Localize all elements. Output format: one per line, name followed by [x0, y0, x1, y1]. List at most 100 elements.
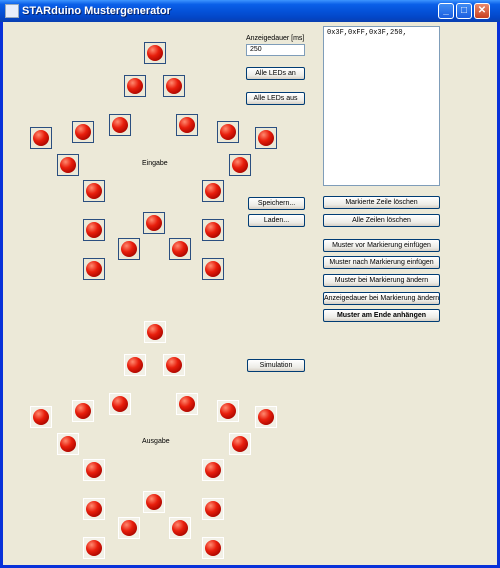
- led-on-icon: [205, 540, 221, 556]
- input-led-14[interactable]: [83, 219, 105, 241]
- input-led-9[interactable]: [255, 127, 277, 149]
- led-on-icon: [112, 117, 128, 133]
- insert-after-selection-button[interactable]: Muster nach Markierung einfügen: [323, 256, 440, 269]
- input-led-7[interactable]: [217, 121, 239, 143]
- led-on-icon: [60, 157, 76, 173]
- led-on-icon: [60, 436, 76, 452]
- led-on-icon: [258, 130, 274, 146]
- input-led-4[interactable]: [109, 114, 131, 136]
- client-area: Eingabe Ausgabe Anzeigedauer [ms] 250 Al…: [3, 22, 497, 565]
- output-led-6: [72, 400, 94, 422]
- output-label: Ausgabe: [142, 438, 170, 445]
- input-led-11[interactable]: [229, 154, 251, 176]
- led-on-icon: [172, 520, 188, 536]
- input-led-6[interactable]: [72, 121, 94, 143]
- simulation-button[interactable]: Simulation: [247, 359, 305, 372]
- led-on-icon: [86, 501, 102, 517]
- input-led-10[interactable]: [57, 154, 79, 176]
- modify-at-selection-button[interactable]: Muster bei Markierung ändern: [323, 274, 440, 287]
- led-on-icon: [205, 462, 221, 478]
- led-on-icon: [220, 403, 236, 419]
- led-on-icon: [179, 396, 195, 412]
- led-on-icon: [258, 409, 274, 425]
- duration-label: Anzeigedauer [ms]: [246, 35, 305, 42]
- minimize-button[interactable]: _: [438, 3, 454, 19]
- title-bar[interactable]: STARduino Mustergenerator _ □ ✕: [0, 0, 500, 22]
- all-leds-on-button[interactable]: Alle LEDs an: [246, 67, 305, 80]
- led-on-icon: [205, 183, 221, 199]
- led-on-icon: [205, 222, 221, 238]
- led-on-icon: [86, 462, 102, 478]
- led-on-icon: [146, 494, 162, 510]
- led-on-icon: [147, 324, 163, 340]
- input-led-19[interactable]: [83, 258, 105, 280]
- window-title: STARduino Mustergenerator: [22, 5, 171, 17]
- delete-selected-row-button[interactable]: Markierte Zeile löschen: [323, 196, 440, 209]
- output-led-18: [169, 517, 191, 539]
- output-led-9: [255, 406, 277, 428]
- led-on-icon: [75, 403, 91, 419]
- output-led-4: [109, 393, 131, 415]
- insert-before-selection-button[interactable]: Muster vor Markierung einfügen: [323, 239, 440, 252]
- output-led-10: [57, 433, 79, 455]
- led-on-icon: [205, 501, 221, 517]
- load-button[interactable]: Laden...: [248, 214, 305, 227]
- input-led-2[interactable]: [124, 75, 146, 97]
- output-led-5: [176, 393, 198, 415]
- delete-all-rows-button[interactable]: Alle Zeilen löschen: [323, 214, 440, 227]
- save-button[interactable]: Speichern...: [248, 197, 305, 210]
- close-button[interactable]: ✕: [474, 3, 490, 19]
- output-led-13: [202, 459, 224, 481]
- led-on-icon: [86, 261, 102, 277]
- led-on-icon: [33, 130, 49, 146]
- output-led-12: [83, 459, 105, 481]
- led-on-icon: [127, 78, 143, 94]
- led-on-icon: [121, 241, 137, 257]
- output-led-15: [202, 498, 224, 520]
- led-on-icon: [75, 124, 91, 140]
- change-duration-button[interactable]: Anzeigedauer bei Markierung ändern: [323, 292, 440, 305]
- led-on-icon: [121, 520, 137, 536]
- all-leds-off-button[interactable]: Alle LEDs aus: [246, 92, 305, 105]
- output-led-16: [143, 491, 165, 513]
- input-led-8[interactable]: [30, 127, 52, 149]
- output-led-1: [144, 321, 166, 343]
- input-led-16[interactable]: [143, 212, 165, 234]
- duration-input[interactable]: 250: [246, 44, 305, 56]
- led-on-icon: [232, 157, 248, 173]
- input-led-1[interactable]: [144, 42, 166, 64]
- input-led-3[interactable]: [163, 75, 185, 97]
- pattern-list-item[interactable]: 0x3F,0xFF,0x3F,250,: [327, 29, 407, 37]
- led-on-icon: [205, 261, 221, 277]
- input-led-13[interactable]: [202, 180, 224, 202]
- output-led-20: [202, 537, 224, 559]
- led-on-icon: [146, 215, 162, 231]
- led-on-icon: [232, 436, 248, 452]
- maximize-button[interactable]: □: [456, 3, 472, 19]
- led-on-icon: [147, 45, 163, 61]
- led-on-icon: [86, 183, 102, 199]
- output-led-3: [163, 354, 185, 376]
- input-label: Eingabe: [142, 160, 168, 167]
- input-led-15[interactable]: [202, 219, 224, 241]
- append-end-button[interactable]: Muster am Ende anhängen: [323, 309, 440, 322]
- led-on-icon: [172, 241, 188, 257]
- led-on-icon: [166, 357, 182, 373]
- led-on-icon: [86, 222, 102, 238]
- input-led-17[interactable]: [118, 238, 140, 260]
- led-on-icon: [112, 396, 128, 412]
- led-on-icon: [179, 117, 195, 133]
- app-icon: [5, 4, 19, 18]
- pattern-list[interactable]: 0x3F,0xFF,0x3F,250,: [323, 26, 440, 186]
- output-led-7: [217, 400, 239, 422]
- input-led-20[interactable]: [202, 258, 224, 280]
- led-on-icon: [220, 124, 236, 140]
- input-led-18[interactable]: [169, 238, 191, 260]
- led-on-icon: [127, 357, 143, 373]
- led-on-icon: [166, 78, 182, 94]
- input-led-12[interactable]: [83, 180, 105, 202]
- led-on-icon: [86, 540, 102, 556]
- led-on-icon: [33, 409, 49, 425]
- input-led-5[interactable]: [176, 114, 198, 136]
